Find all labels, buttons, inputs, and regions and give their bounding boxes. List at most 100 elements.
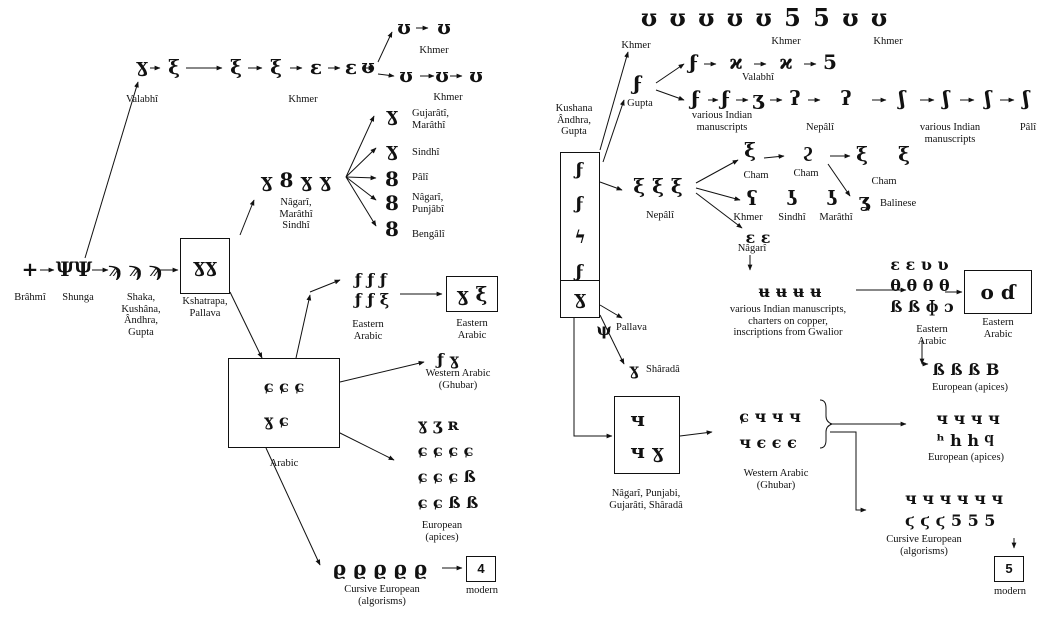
european-apices-glyphs-right-1: ß ß ß B <box>932 360 1000 379</box>
khmer-glyph-3: ξ <box>270 55 282 79</box>
khmer-label-right-3: Khmer <box>873 36 903 47</box>
khmer-label-left-2: Khmer <box>419 45 449 56</box>
kshatrapa-glyph: ɣɣ <box>192 253 218 277</box>
khmer-glyph-top-2: ʊ <box>437 15 451 39</box>
valabhi-glyph-r2: ϰ <box>729 50 743 74</box>
cham-glyph-2: ϩ <box>802 142 814 166</box>
nagari-label-right: Nâgarî <box>737 243 767 254</box>
balinese-glyph: ʓ <box>858 188 870 212</box>
various-label-2: various Indian manuscripts <box>919 122 981 145</box>
khmer-glyph-2: ξ <box>230 55 242 79</box>
gujarati-glyph: ɣ <box>385 102 399 126</box>
cham-label-3: Cham <box>871 176 897 187</box>
valabhi-glyph-r1: ϝ <box>688 50 700 74</box>
shaka-glyph: ϡ ϡ ϡ <box>108 257 162 281</box>
sindhi-label-left: Sindhî <box>412 147 440 158</box>
marathi-label-right: Marâthî <box>819 212 853 223</box>
modern-label-right: modern <box>993 586 1027 597</box>
manuscript-glyph-4: ʃ <box>898 86 906 110</box>
khmer-top-glyphs: ʊ ʊ ʊ ʊ ʊ 5 5 ʊ ʊ <box>640 3 890 32</box>
gujarati-label: Gujarâtî, Marâthî <box>412 108 450 131</box>
nepali-glyphs-right: ξ ξ ξ <box>633 174 683 198</box>
european-apices-label-right-2: European (apices) <box>927 452 1005 463</box>
manuscript-glyph-5: ʃ <box>942 86 950 110</box>
kushana-glyph-4: ϝ <box>575 261 585 282</box>
arabic-label: Arabic <box>269 458 299 469</box>
western-arabic-glyphs-left: ƒ ɣ <box>436 350 460 369</box>
modern-box-right: 5 <box>994 556 1024 582</box>
kushana-glyph-5: ɣ <box>573 285 587 309</box>
khmer-glyph-right: ʕ <box>746 186 758 210</box>
manuscript-glyph-6: ʃ <box>984 86 992 110</box>
eastern-arabic-label-right: Eastern Arabic <box>916 324 948 347</box>
various-glyphs-3: ʉ ʉ ʉ ʉ <box>758 282 822 301</box>
modern-box-left: 4 <box>466 556 496 582</box>
nagari-punjabi-label: Nâgarî, Punjâbî <box>412 192 445 215</box>
cursive-glyphs-left: ϱ ϱ ϱ ϱ ϱ <box>332 556 428 580</box>
nagari-punjabi-box <box>614 396 680 474</box>
eastern-arabic-label-right-2: Eastern Arabic <box>982 317 1014 340</box>
khmer-label-right-2: Khmer <box>771 36 801 47</box>
nepali-glyph-1: ʔ <box>789 86 801 110</box>
khmer-glyph-bot-3: ʊ <box>469 63 483 87</box>
bengali-glyph: 8 <box>385 217 399 241</box>
khmer-glyph-6: ʊ <box>361 54 375 78</box>
balinese-label: Balinese <box>880 198 917 209</box>
eastern-arabic-box-glyphs-left: ɣ ξ <box>456 282 488 306</box>
shunga-label: Shunga <box>62 292 94 303</box>
brahmi-label: Brâhmî <box>14 292 46 303</box>
cursive-label-right: Cursive European (algorisms) <box>886 534 962 557</box>
cham-glyph-1: ξ <box>744 138 756 162</box>
cursive-label-left: Cursive European (algorisms) <box>344 584 420 607</box>
eastern-arabic-label-left: Eastern Arabic <box>352 319 384 342</box>
various-label-1: various Indian manuscripts <box>691 110 753 133</box>
nepali-glyph-2: ʔ <box>840 86 852 110</box>
kushana-glyph-2: ϝ <box>575 193 585 214</box>
nagari-glyphs-right: ε ε <box>745 228 771 247</box>
nagari-punjabi-label-right: Nâgarî, Punjabi, Gujarâti, Shâradâ <box>609 488 683 511</box>
sharada-label: Shâradâ <box>646 364 680 375</box>
pali-glyph: 8 <box>385 167 399 191</box>
khmer-glyph-bot-1: ʊ <box>399 63 413 87</box>
valabhi-label-left: Valabhî <box>125 94 159 105</box>
european-apices-label-left: European (apices) <box>421 520 463 543</box>
manuscript-glyph-2: ϝ <box>720 86 732 110</box>
khmer-glyph-bot-2: ʊ <box>435 63 449 87</box>
valabhi-label-right: Valabhî <box>741 72 775 83</box>
modern-label-left: modern <box>465 585 499 596</box>
manuscript-glyph-1: ϝ <box>690 86 702 110</box>
pali-label-right: Pâlî <box>1019 122 1037 133</box>
pallava-glyph: ψ <box>596 320 612 339</box>
pali-glyph-right: ʃ <box>1022 86 1030 110</box>
western-arabic-label-left: Western Arabic (Ghubar) <box>425 368 491 391</box>
sindhi-glyph-right: ʖ <box>786 186 798 210</box>
western-arabic-label-right: Western Arabic (Ghubar) <box>743 468 809 491</box>
various-label-3: various Indian manuscripts, charters on … <box>729 304 847 338</box>
cham-glyph-4: ξ <box>898 142 910 166</box>
arabic-box <box>228 358 340 448</box>
shaka-label: Shaka, Kushâna, Ândhra, Gupta <box>121 292 161 338</box>
marathi-glyph-right: ʖ <box>826 186 838 210</box>
khmer-glyph-5: ε <box>344 55 358 79</box>
eastern-arabic-box-right <box>964 270 1032 314</box>
nagari-glyphs: ɣ 8 ɣ ɣ <box>260 168 332 192</box>
kushana-label: Kushana Ândhra, Gupta <box>555 103 593 137</box>
shunga-glyph: ΨΨ <box>55 257 93 281</box>
kushana-glyph-1: ϝ <box>575 159 585 180</box>
kshatrapa-label: Kshatrapa, Pallava <box>182 296 228 319</box>
khmer-label-left-1: Khmer <box>288 94 318 105</box>
sindhi-label-right: Sindhî <box>778 212 806 223</box>
khmer-glyph-1: ξ <box>168 55 180 79</box>
sindhi-glyph: ɣ <box>385 137 399 161</box>
gupta-label: Gupta <box>627 98 653 109</box>
cham-label-1: Cham <box>743 170 769 181</box>
